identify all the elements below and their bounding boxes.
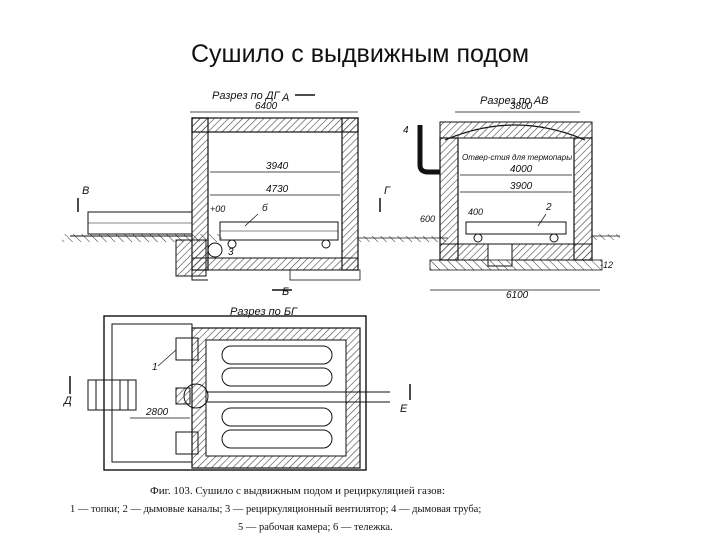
section-ab-right-marker: Г (384, 185, 391, 197)
caption-line-1: Фиг. 103. Сушило с выдвижным подом и рец… (150, 485, 445, 497)
channel-2 (221, 367, 333, 387)
section-av-bottom-dim: 6100 (506, 290, 529, 301)
section-av-drawing: Разрез по АВ 3800 4 Отвер-стия для термо… (403, 95, 620, 301)
section-bg-item-label: 1 (152, 362, 158, 373)
caption: Фиг. 103. Сушило с выдвижным подом и рец… (70, 485, 481, 533)
section-ab-right-wall (341, 117, 359, 271)
section-av-top-dim: 3800 (510, 101, 533, 112)
channel-4 (221, 429, 333, 449)
section-av-item-label: 2 (545, 202, 552, 213)
section-ab-marker-top: А (281, 92, 289, 104)
section-av-mid-dim: 400 (468, 207, 483, 217)
section-av-left-wall (439, 137, 459, 261)
section-bg-label: Разрез по БГ (230, 306, 298, 318)
section-ab-label: Разрез по ДГ (212, 90, 281, 102)
section-av-note: Отвер-стия для термопары (462, 153, 572, 162)
section-av-right-wall (573, 137, 593, 261)
section-ab-drawing: Разрез по ДГ А 6400 3940 4730 б (62, 90, 448, 298)
section-ab-bottom-marker: Б (282, 286, 289, 298)
section-bg-right-marker: Е (400, 403, 408, 415)
channel-3 (221, 407, 333, 427)
section-ab-inner-dim-2: 4730 (266, 184, 289, 195)
section-av-dim-1: 4000 (510, 164, 533, 175)
section-bg-left-marker: Д (62, 395, 72, 407)
section-av-pipe-label: 4 (403, 125, 409, 136)
section-av-left-dim: 600 (420, 214, 435, 224)
section-ab-width-dim: 6400 (255, 101, 278, 112)
section-av-label: Разрез по АВ (480, 95, 549, 107)
slide-title: Сушило с выдвижным подом (190, 40, 530, 68)
section-ab-roof (191, 117, 359, 133)
section-ab-item-label: б (262, 202, 268, 214)
section-ab-fan-label: 3 (228, 247, 234, 258)
section-ab-inner-dim-1: 3940 (266, 161, 289, 172)
channel-1 (221, 345, 333, 365)
section-ab-level-mark: +00 (210, 204, 225, 214)
section-ab-left-marker: В (82, 185, 89, 197)
section-bg-drawing: Разрез по БГ (62, 306, 411, 471)
section-bg-width-dim: 2800 (145, 407, 169, 418)
section-av-level-mark: -12 (600, 260, 613, 270)
caption-line-2: 1 — топки; 2 — дымовые каналы; 3 — рецир… (70, 504, 481, 515)
section-av-dim-2: 3900 (510, 181, 533, 192)
caption-line-3: 5 — рабочая камера; 6 — тележка. (238, 522, 393, 533)
